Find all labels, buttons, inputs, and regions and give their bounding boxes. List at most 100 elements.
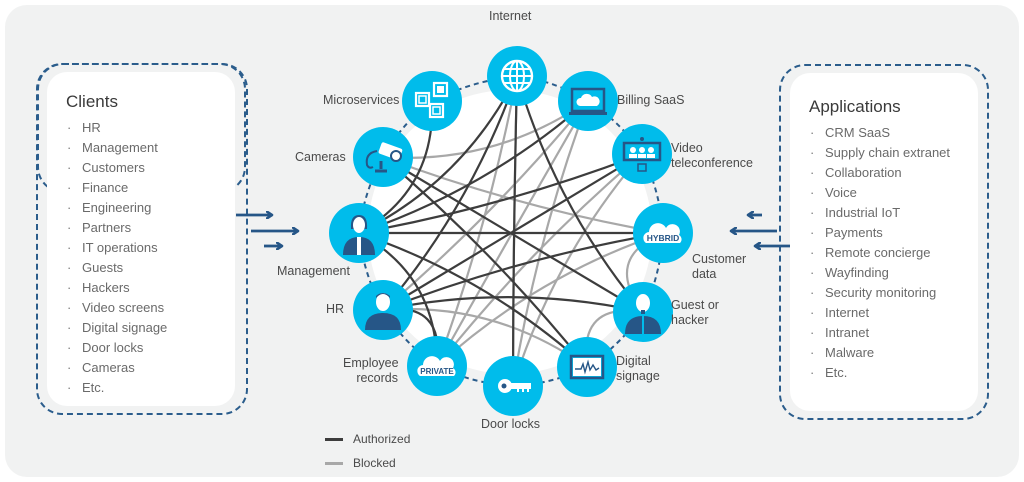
- applications-title: Applications: [809, 97, 901, 116]
- node-label-cameras: Cameras: [295, 150, 346, 164]
- applications-list-item: ·Etc.: [809, 363, 978, 383]
- authorized-connection-line: [358, 100, 589, 235]
- inbound-arrows-right: [733, 215, 790, 246]
- bullet-icon: ·: [810, 185, 815, 200]
- authorized-connections: [358, 75, 664, 387]
- legend-swatch-authorized: [325, 437, 343, 441]
- blocked-connection-line: [436, 231, 664, 367]
- svg-text:PRIVATE: PRIVATE: [420, 367, 454, 376]
- applications-list-item: ·Industrial IoT: [809, 203, 978, 223]
- clients-card: Clients ·HR·Management·Customers·Finance…: [47, 72, 235, 406]
- node-label-billing: Billing SaaS: [617, 93, 685, 107]
- applications-item-label: Collaboration: [825, 165, 902, 180]
- clients-list-item: · Door locks: [66, 338, 235, 358]
- blocked-connection-line: [382, 155, 664, 235]
- applications-item-label: Intranet: [825, 325, 870, 340]
- node-label-micro: Microservices: [323, 93, 400, 107]
- bullet-icon: ·: [67, 300, 72, 315]
- bullet-icon: ·: [810, 245, 815, 260]
- bullet-icon: ·: [810, 145, 815, 160]
- node-label-customer: Customer data: [692, 252, 747, 281]
- clients-dashed-container-frame: [36, 63, 248, 415]
- applications-list-item: ·Collaboration: [809, 163, 978, 183]
- clients-list-item: · Customers: [66, 158, 235, 178]
- bullet-icon: ·: [810, 305, 815, 320]
- ring-segment: [382, 100, 433, 158]
- bullet-icon: ·: [810, 225, 815, 240]
- applications-item-label: Wayfinding: [825, 265, 889, 280]
- clients-item-label: HR: [82, 120, 101, 135]
- ring-segment: [587, 100, 643, 155]
- clients-item-label: Etc.: [82, 380, 105, 395]
- bullet-icon: ·: [67, 340, 72, 355]
- clients-list-item: ·Video screens: [66, 298, 235, 318]
- clients-list-item: ·Engineering: [66, 198, 235, 218]
- node-video: [612, 124, 672, 184]
- applications-card: Applications · CRM SaaS · Supply chain extr…: [790, 73, 978, 411]
- video-conference-icon: [622, 137, 662, 172]
- clients-list-item: ·IT operations: [66, 238, 235, 258]
- ring-segment: [512, 366, 588, 387]
- applications-item-label: Security monitoring: [825, 285, 937, 300]
- svg-text:HYBRID: HYBRID: [647, 233, 680, 243]
- bullet-icon: ·: [810, 205, 815, 220]
- node-circle: [353, 127, 413, 187]
- bullet-icon: ·: [67, 360, 72, 375]
- node-guest: [613, 282, 673, 342]
- bullet-icon: ·: [810, 125, 815, 140]
- node-label-video: Video teleconference: [671, 141, 754, 170]
- legend-label-blocked: Blocked: [353, 456, 396, 470]
- authorized-connection-line: [511, 75, 519, 387]
- ring-segment: [516, 75, 589, 102]
- clients-item-label: Door locks: [82, 340, 144, 355]
- authorized-connection-line: [382, 231, 664, 312]
- node-label-management: Management: [277, 264, 350, 278]
- globe-icon: [500, 59, 534, 93]
- bullet-icon: ·: [67, 260, 72, 275]
- inbound-arrows-left: [236, 215, 296, 246]
- clients-item-label: Customers: [82, 160, 145, 175]
- applications-list-item: · CRM SaaS: [809, 123, 978, 143]
- bullet-icon: ·: [810, 265, 815, 280]
- female-person-icon: [343, 215, 375, 255]
- applications-item-label: Voice: [825, 185, 857, 200]
- clients-item-label: Cameras: [82, 360, 135, 375]
- applications-item-label: CRM SaaS: [825, 125, 891, 140]
- applications-list-item: ·Remote concierge: [809, 243, 978, 263]
- applications-item-label: Payments: [825, 225, 883, 240]
- clients-item-label: Finance: [82, 180, 129, 195]
- security-camera-icon: [365, 142, 403, 173]
- applications-list-item: · Payments: [809, 223, 978, 243]
- applications-list-item: ·Intranet: [809, 323, 978, 343]
- bullet-icon: ·: [67, 160, 72, 175]
- bullet-icon: ·: [67, 120, 72, 135]
- legend: Authorized Blocked: [325, 427, 410, 475]
- applications-item-label: Supply chain extranet: [825, 145, 951, 160]
- node-signage: [557, 337, 617, 397]
- clients-list-item: · Cameras: [66, 358, 235, 378]
- blocked-connection-line: [511, 100, 590, 387]
- hacker-person-icon: [625, 294, 661, 334]
- bullet-icon: ·: [810, 365, 815, 380]
- node-employee: PRIVATE: [407, 336, 467, 396]
- bullet-icon: ·: [810, 285, 815, 300]
- blocked-connection-line: [436, 153, 643, 367]
- monitor-waveform-icon: [569, 354, 605, 380]
- key-icon: [498, 379, 531, 393]
- ring-segment: [382, 309, 438, 367]
- authorized-connection-line: [382, 75, 519, 311]
- node-label-guest: Guest or hacker: [671, 298, 719, 327]
- clients-list-item: ·Management: [66, 138, 235, 158]
- node-door: [483, 356, 543, 416]
- applications-list-item: · Security monitoring: [809, 283, 978, 303]
- applications-dashed-frame: [779, 64, 989, 420]
- applications-item-label: Malware: [825, 345, 875, 360]
- node-hr: [353, 280, 413, 340]
- applications-list-item: · Wayfinding: [809, 263, 978, 283]
- nodes: HYBRID PRIVATE: [329, 46, 693, 416]
- applications-list-item: · Malware: [809, 343, 978, 363]
- clients-list: · HR ·Management · Customers · Finance ·Enginee…: [66, 118, 235, 398]
- applications-list-item: · Voice: [809, 183, 978, 203]
- bullet-icon: ·: [810, 345, 815, 360]
- node-label-employee: Employee records: [343, 356, 399, 385]
